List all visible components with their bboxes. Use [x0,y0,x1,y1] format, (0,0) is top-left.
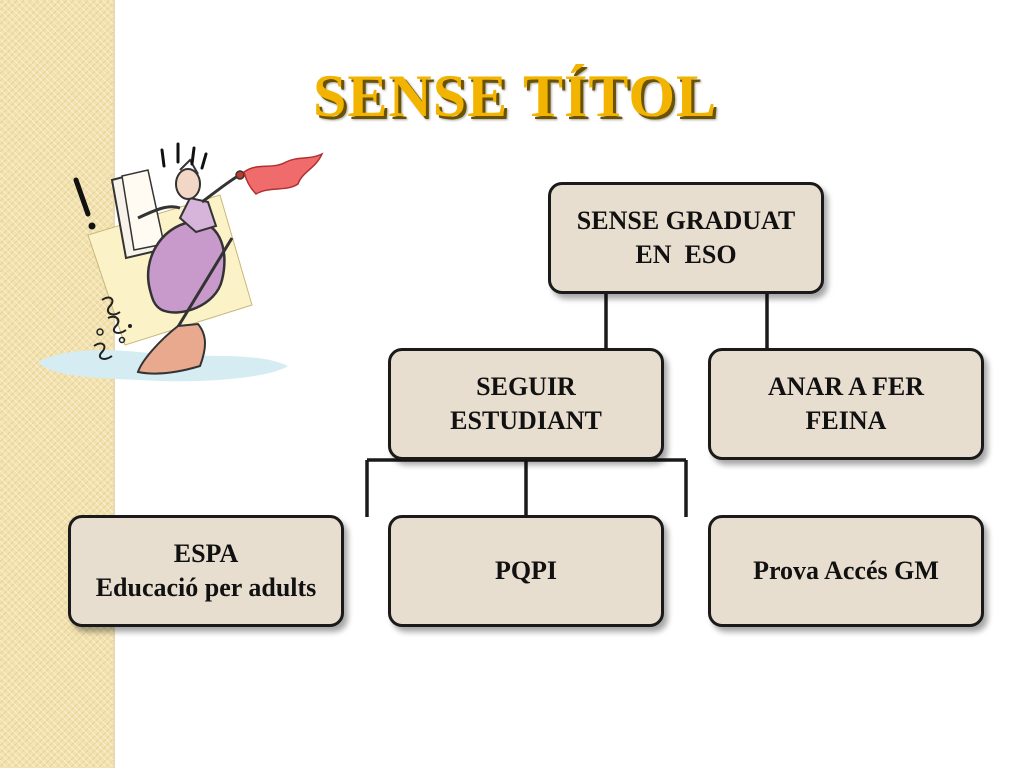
node-anar-a-fer-feina: ANAR A FER FEINA [708,348,984,460]
node-prova-acces-gm-label: Prova Accés GM [753,556,939,585]
node-prova-acces-gm: Prova Accés GM [708,515,984,627]
node-sense-graduat-line1: SENSE GRADUAT [576,206,796,235]
side-band-border [113,0,115,768]
node-seguir-estudiant: SEGUIR ESTUDIANT [388,348,664,460]
slide-title: SENSE TÍTOL [312,63,718,129]
node-espa: ESPA Educació per adults [68,515,344,627]
frustrated-figure-icon [38,142,324,382]
node-sense-graduat: SENSE GRADUAT EN ESO [548,182,824,294]
node-anar-a-fer-feina-line2: FEINA [805,406,887,435]
node-anar-a-fer-feina-line1: ANAR A FER [767,372,924,401]
decorative-side-band [0,0,113,768]
node-sense-graduat-line2: EN ESO [635,240,737,269]
node-seguir-estudiant-line1: SEGUIR [476,372,576,401]
node-pqpi: PQPI [388,515,664,627]
node-espa-line2: Educació per adults [95,573,317,602]
node-seguir-estudiant-line2: ESTUDIANT [450,406,602,435]
node-espa-line1: ESPA [173,539,239,568]
node-pqpi-label: PQPI [494,556,558,585]
